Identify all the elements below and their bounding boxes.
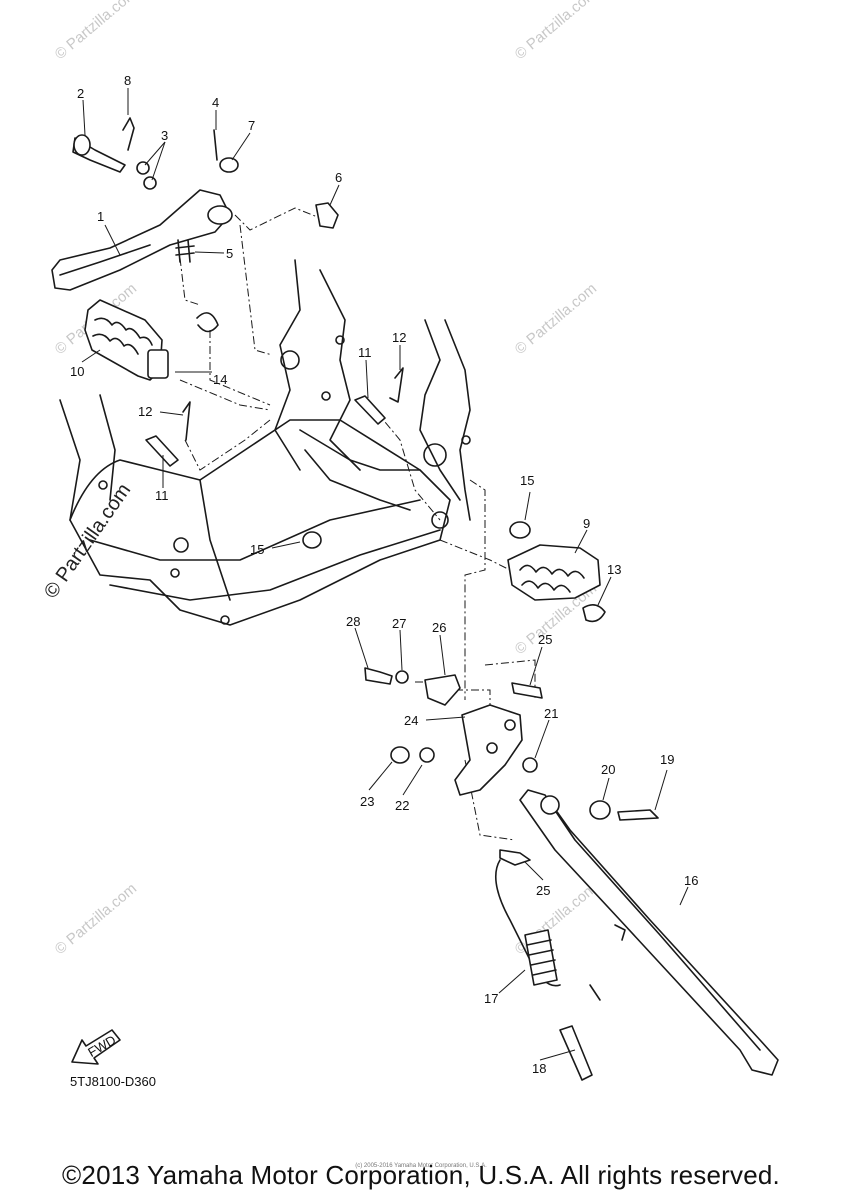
assembly-guides <box>179 207 536 841</box>
callout-17: 17 <box>484 991 498 1006</box>
callout-7: 7 <box>248 118 255 133</box>
callout-12b: 12 <box>138 404 152 419</box>
callout-15a: 15 <box>520 473 534 488</box>
frame <box>59 259 471 626</box>
callout-9: 9 <box>583 516 590 531</box>
fwd-arrow-icon: FWD <box>71 1029 121 1065</box>
callout-28: 28 <box>346 614 360 629</box>
fasteners <box>145 367 659 866</box>
copyright-notice: ©2013 Yamaha Motor Corporation, U.S.A. A… <box>62 1160 780 1190</box>
callout-21: 21 <box>544 706 558 721</box>
callout-19: 19 <box>660 752 674 767</box>
callout-13: 13 <box>607 562 621 577</box>
callout-8: 8 <box>124 73 131 88</box>
callout-2: 2 <box>77 86 84 101</box>
tiny-copyright: (c) 2005-2016 Yamaha Motor Corporation, … <box>355 1163 487 1169</box>
callout-4: 4 <box>212 95 219 110</box>
callout-6: 6 <box>335 170 342 185</box>
left-footrest <box>84 299 169 381</box>
callout-18: 18 <box>532 1061 546 1076</box>
callout-1: 1 <box>97 209 104 224</box>
watermark: © Partzilla.com <box>52 880 140 958</box>
callout-20: 20 <box>601 762 615 777</box>
callout-16: 16 <box>684 873 698 888</box>
callout-15b: 15 <box>250 542 264 557</box>
callout-11a: 11 <box>358 345 372 360</box>
watermark: © Partzilla.com <box>512 880 600 958</box>
callout-22: 22 <box>395 798 409 813</box>
callout-23: 23 <box>360 794 374 809</box>
callout-3: 3 <box>161 128 168 143</box>
callout-leaders <box>81 88 689 1061</box>
watermark: © Partzilla.com <box>512 0 600 63</box>
callout-26: 26 <box>432 620 446 635</box>
right-footrest <box>507 521 606 623</box>
callout-5: 5 <box>226 246 233 261</box>
callout-12a: 12 <box>392 330 406 345</box>
callout-27: 27 <box>392 616 406 631</box>
callout-25b: 25 <box>536 883 550 898</box>
diagram-code: 5TJ8100-D360 <box>70 1074 156 1089</box>
brake-pedal <box>51 117 339 333</box>
side-stand <box>494 789 779 1081</box>
watermark: © Partzilla.com <box>52 0 140 63</box>
callout-24: 24 <box>404 713 418 728</box>
callout-14: 14 <box>213 372 227 387</box>
callouts: 1 2 3 4 5 6 7 8 9 10 11 11 12 12 13 14 1… <box>70 73 698 1076</box>
callout-10: 10 <box>70 364 84 379</box>
callout-11b: 11 <box>155 488 169 503</box>
watermark: © Partzilla.com <box>512 280 600 358</box>
callout-25a: 25 <box>538 632 552 647</box>
